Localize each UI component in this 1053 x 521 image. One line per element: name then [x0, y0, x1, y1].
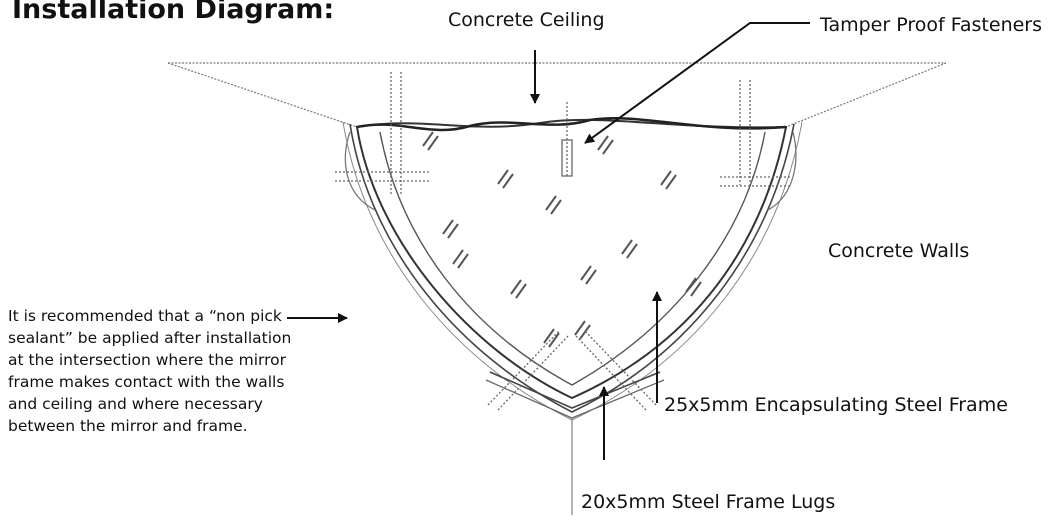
label-concrete-ceiling: Concrete Ceiling	[448, 9, 605, 31]
label-tamper-proof-fasteners: Tamper Proof Fasteners	[820, 14, 1043, 36]
fasteners-arrow	[584, 22, 810, 144]
ceiling-outline	[167, 62, 947, 128]
label-concrete-walls: Concrete Walls	[828, 240, 970, 262]
fastener-bolts	[335, 72, 797, 211]
diagram-title: Installation Diagram:	[12, 0, 335, 25]
sealant-note: It is recommended that a “non pick seala…	[8, 307, 292, 435]
frame-lugs	[485, 329, 665, 515]
reflection-hatching	[422, 131, 702, 348]
leader-arrows	[287, 22, 810, 460]
label-frame-lugs: 20x5mm Steel Frame Lugs	[581, 491, 836, 513]
label-encapsulating-frame: 25x5mm Encapsulating Steel Frame	[664, 394, 1008, 416]
